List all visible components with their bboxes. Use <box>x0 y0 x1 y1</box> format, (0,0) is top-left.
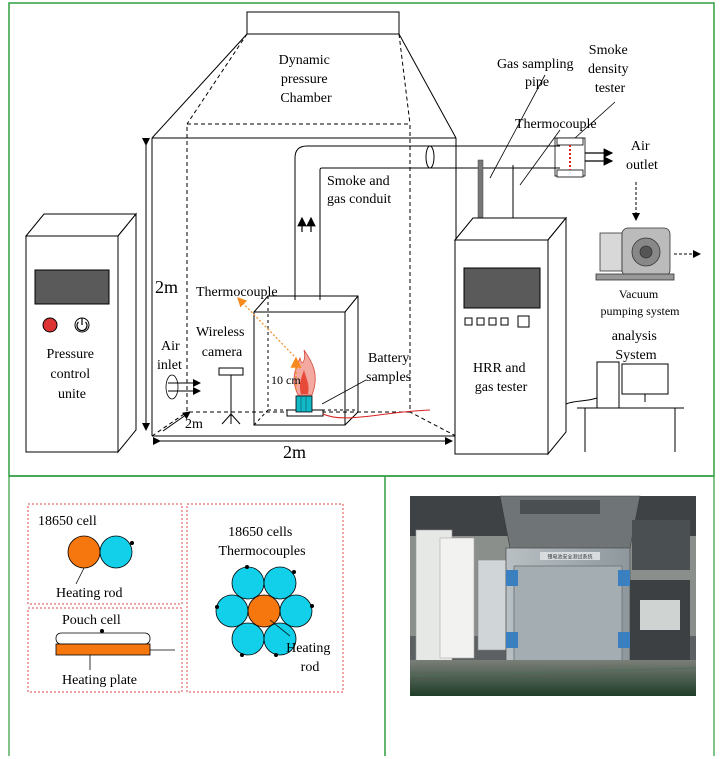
cell-18650-icon <box>99 535 133 569</box>
width-label: 2m <box>283 442 306 462</box>
depth-dimension <box>162 411 191 432</box>
heating-plate-label: Heating plate <box>62 673 137 688</box>
single-cell-diagram <box>67 535 134 585</box>
sample-wire <box>322 409 431 419</box>
smoke-density-label: Smoke density tester <box>588 43 632 96</box>
cell-18650-icon <box>231 622 265 656</box>
heating-plate-icon <box>55 643 151 656</box>
gas-sampling-label: Gas sampling pipe <box>497 57 577 90</box>
multi-heating-rod-label: Heating rod <box>286 641 334 675</box>
chamber-label: Dynamic pressure Chamber <box>279 53 334 106</box>
photo-plate-text: 锂电池安全测试系统 <box>547 554 592 561</box>
pouch-cell-label: Pouch cell <box>62 613 121 628</box>
air-outlet-label: Air outlet <box>626 139 658 173</box>
gas-sampling-pipe <box>477 74 546 237</box>
air-inlet <box>165 374 201 400</box>
test-enclosure <box>253 295 359 426</box>
analysis-label: analysis System <box>612 329 661 363</box>
chamber-hood <box>151 11 457 139</box>
single-cell-label: 18650 cell <box>38 514 97 529</box>
cell-18650-icon <box>215 594 249 628</box>
pouch-cell-icon <box>55 632 151 645</box>
multi-cell-diagram <box>215 565 314 657</box>
multi-cell-box <box>186 503 344 693</box>
red-indicator-icon <box>42 317 58 333</box>
single-cell-box <box>27 503 183 605</box>
pressure-control-cabinet <box>24 212 138 454</box>
wireless-camera-label: Wireless camera <box>196 325 248 360</box>
air-inlet-label: Air inlet <box>157 339 183 373</box>
thermocouple-top-label: Thermocouple <box>515 117 597 132</box>
pouch-cell-box <box>27 607 183 693</box>
heating-rod-icon <box>67 535 101 569</box>
heating-rod-label: Heating rod <box>56 586 122 601</box>
thermocouple-leader <box>237 297 295 357</box>
battery-label: Battery samples <box>366 351 413 385</box>
cell-18650-icon <box>231 566 265 600</box>
wireless-camera-icon <box>218 367 244 425</box>
distance-label: 10 cm <box>271 373 301 387</box>
vacuum-label: Vacuum pumping system <box>600 287 680 318</box>
cell-18650-icon <box>263 566 297 600</box>
cell-18650-icon <box>279 594 313 628</box>
heating-rod-icon <box>247 594 281 628</box>
air-outlet-arrows <box>585 148 614 166</box>
pouch-cell-diagram <box>55 629 175 670</box>
battery-leader <box>321 379 367 405</box>
hrr-label: HRR and gas tester <box>473 361 529 395</box>
multi-cells-label: 18650 cells Thermocouples <box>218 525 305 559</box>
battery-samples <box>286 395 324 417</box>
height-label: 2m <box>155 277 178 297</box>
smoke-density-tester <box>554 101 616 178</box>
smoke-arrows <box>297 216 316 232</box>
thermocouple-mid-label: Thermocouple <box>196 285 278 300</box>
cell-18650-icon <box>263 622 297 656</box>
hrr-cabinet <box>453 216 568 456</box>
vacuum-pump <box>595 227 675 281</box>
smoke-conduit-label: Smoke and gas conduit <box>327 174 393 207</box>
analysis-computer <box>565 361 684 452</box>
pressure-control-label: Pressure control unite <box>47 347 98 402</box>
depth-label: 2m <box>185 417 203 432</box>
test-apparatus-photo: 锂电池安全测试系统 <box>409 495 697 696</box>
